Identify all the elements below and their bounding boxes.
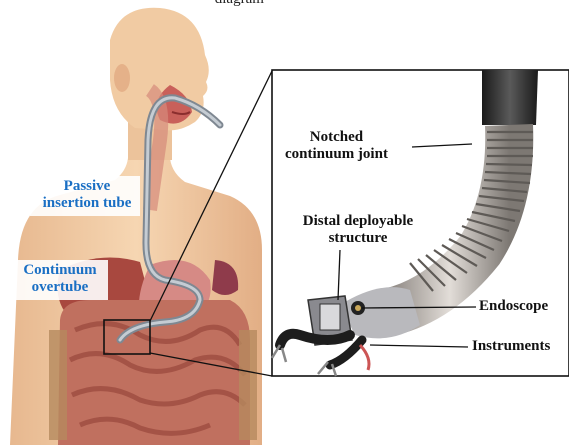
label-instruments: Instruments [472,338,550,355]
header-fragment: - diagram - - - [206,0,290,8]
label-distal-deployable-structure: Distal deployable structure [278,213,438,248]
label-endoscope: Endoscope [479,298,548,315]
label-notched-continuum-joint: Notched continuum joint [285,129,388,164]
label-continuum-overtube: Continuum overtube [14,262,106,297]
label-passive-insertion-tube: Passive insertion tube [34,178,140,213]
